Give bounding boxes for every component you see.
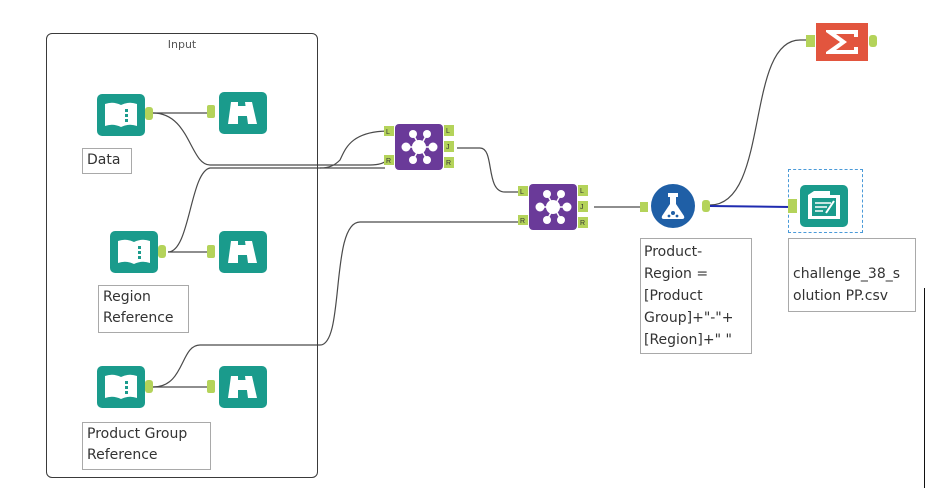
join-tool-1[interactable]: L R L J R <box>384 122 460 177</box>
product-label-line1: Product Group <box>87 426 188 442</box>
book-input-icon <box>110 231 158 273</box>
join-input-anchors: L R <box>518 186 528 225</box>
join1-anchor-j: J <box>446 144 450 151</box>
input-anchor <box>640 202 648 212</box>
join-input-anchors: L R <box>384 126 394 165</box>
input-anchor <box>207 245 215 258</box>
data-label: Data <box>82 148 132 174</box>
summarize-tool[interactable] <box>806 21 878 68</box>
wire-join1-left <box>319 130 390 169</box>
formula-line-5: [Region]+" " <box>644 332 732 348</box>
container-title: Input <box>167 38 197 51</box>
formula-expression-label: Product- Region = [Product Group]+"-"+ [… <box>640 238 752 354</box>
join1-input-l: L <box>386 129 390 136</box>
join2-anchor-l: L <box>580 188 584 195</box>
output-anchor <box>702 200 710 212</box>
formula-tool[interactable] <box>640 182 716 235</box>
input-anchor <box>788 199 797 213</box>
formula-flask-icon <box>651 184 695 228</box>
output-anchor <box>869 35 877 47</box>
join2-input-r: R <box>520 218 525 225</box>
browse-tool-3[interactable] <box>207 366 269 413</box>
output-file-icon <box>800 185 848 227</box>
formula-line-3: [Product <box>644 288 703 304</box>
join-output-anchors: L J R <box>444 125 454 168</box>
join2-input-l: L <box>520 189 524 196</box>
join1-anchor-l: L <box>446 128 450 135</box>
formula-line-4: Group]+"-"+ <box>644 310 734 326</box>
formula-line-1: Product- <box>644 244 703 260</box>
join-icon <box>395 124 443 170</box>
product-group-reference-label: Product Group Reference <box>82 422 211 470</box>
wire-product-join2 <box>152 221 520 388</box>
output-anchor <box>145 380 153 393</box>
join1-anchor-r: R <box>446 160 451 167</box>
join1-input-r: R <box>386 158 391 165</box>
input-region-tool[interactable] <box>110 231 168 278</box>
binoculars-browse-icon <box>219 92 267 134</box>
output-file-label: challenge_38_s olution PP.csv <box>788 238 916 312</box>
formula-line-2: Region = <box>644 266 709 282</box>
output-label-line1: challenge_38_s <box>793 266 901 282</box>
summarize-sigma-icon <box>816 23 868 61</box>
browse-tool-1[interactable] <box>207 92 269 139</box>
output-anchor <box>145 107 153 120</box>
browse-tool-2[interactable] <box>207 231 269 278</box>
input-anchor <box>207 380 215 393</box>
wire-formula-output <box>709 205 791 208</box>
output-tool[interactable] <box>788 183 852 234</box>
output-anchor <box>158 245 166 258</box>
join2-anchor-j: J <box>580 204 584 211</box>
wire-join1-join2 <box>457 147 520 193</box>
book-input-icon <box>97 366 145 408</box>
binoculars-browse-icon <box>219 366 267 408</box>
input-data-tool[interactable] <box>97 94 155 141</box>
binoculars-browse-icon <box>219 231 267 273</box>
input-product-tool[interactable] <box>97 366 155 413</box>
book-input-icon <box>97 94 145 136</box>
join-output-anchors: L J R <box>578 185 588 228</box>
region-label-line2: Reference <box>103 310 174 326</box>
join2-anchor-r: R <box>580 220 585 227</box>
region-reference-label: Region Reference <box>98 285 189 333</box>
join-icon <box>529 184 577 230</box>
input-anchor <box>207 105 215 118</box>
input-anchor <box>806 35 815 47</box>
output-label-line2: olution PP.csv <box>793 288 889 304</box>
region-label-line1: Region <box>103 289 151 305</box>
input-container[interactable]: Input <box>46 33 318 478</box>
product-label-line2: Reference <box>87 447 158 463</box>
wire-region-join1 <box>167 167 385 253</box>
join-tool-2[interactable]: L R L J R <box>518 182 594 237</box>
wire-formula-summarize <box>709 39 808 206</box>
